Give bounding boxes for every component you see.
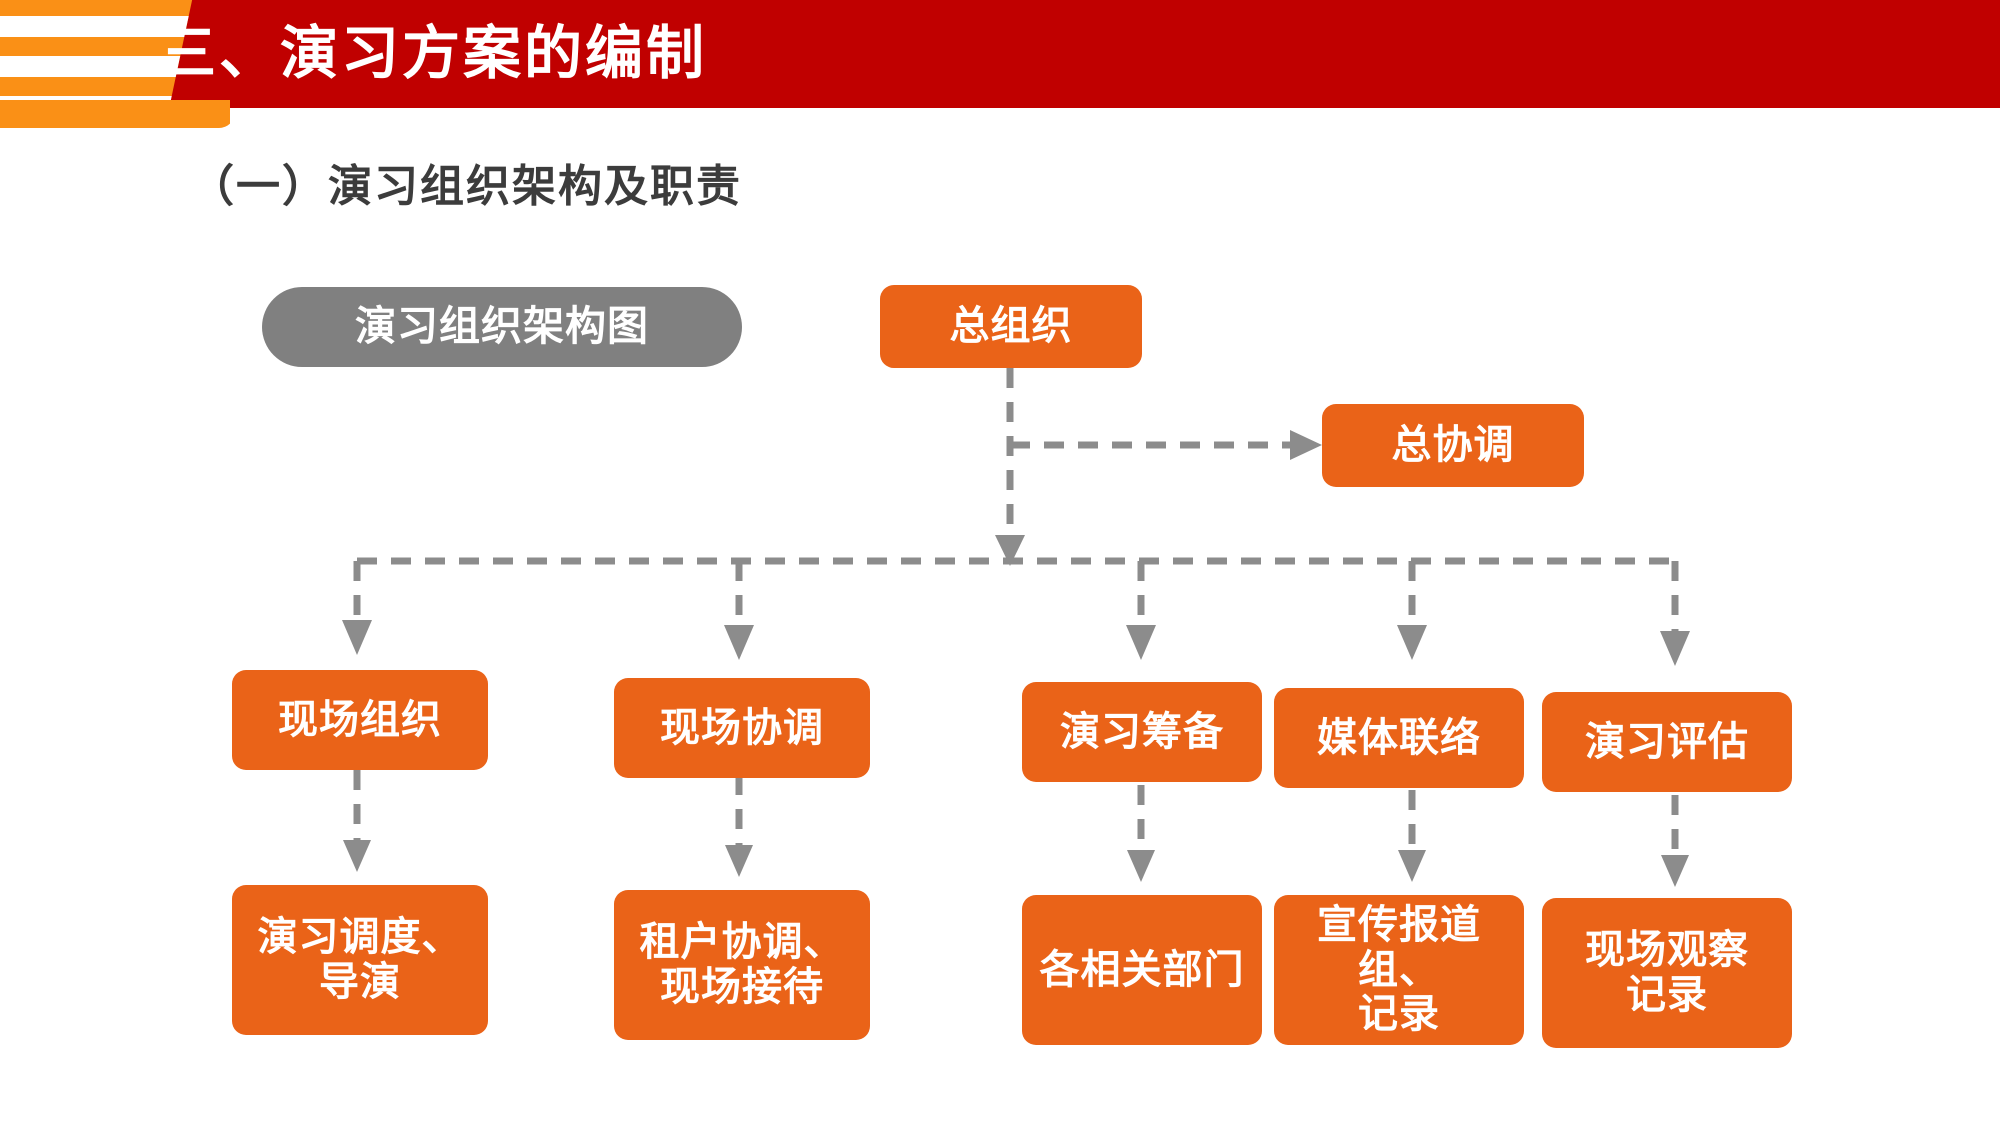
arrowhead-l3-3 [1127,850,1155,882]
section-subtitle: （一）演习组织架构及职责 [190,162,742,211]
node-l2-1-label: 现场组织 [278,697,442,742]
node-l3-5-label: 现场观察 记录 [1585,928,1749,1017]
node-coordinator-label: 总协调 [1391,423,1515,468]
node-l3-3-label: 各相关部门 [1039,947,1245,992]
page-title: 三、演习方案的编制 [158,21,708,86]
arrowhead-l2-1 [342,620,372,655]
node-l2-3-label: 演习筹备 [1060,709,1224,754]
arrowhead-l2-3 [1126,625,1156,660]
header-band [0,0,2000,108]
arrowhead-l2-4 [1397,625,1427,660]
node-root[interactable]: 总组织 [880,285,1142,368]
arrowhead-l3-1 [343,840,371,872]
node-l2-4-label: 媒体联络 [1317,715,1481,760]
node-l2-media-liaison[interactable]: 媒体联络 [1274,688,1524,788]
node-l2-site-coordination[interactable]: 现场协调 [614,678,870,778]
node-l3-publicity-report-group[interactable]: 宣传报道组、 记录 [1274,895,1524,1045]
node-l2-site-organization[interactable]: 现场组织 [232,670,488,770]
node-l3-drill-dispatch-direction[interactable]: 演习调度、 导演 [232,885,488,1035]
arrowhead-l3-2 [725,845,753,877]
arrowhead-l2-5 [1660,631,1690,666]
node-l3-related-departments[interactable]: 各相关部门 [1022,895,1262,1045]
header-stripe-decoration [0,0,230,128]
stripe-wedge-nose-icon [0,100,230,128]
arrowhead-root-to-bus [995,535,1025,566]
node-l2-2-label: 现场协调 [660,705,824,750]
node-l3-4-label: 宣传报道组、 记录 [1317,902,1481,1037]
node-l2-drill-evaluation[interactable]: 演习评估 [1542,692,1792,792]
node-l3-1-label: 演习调度、 导演 [257,915,463,1004]
node-l2-drill-preparation[interactable]: 演习筹备 [1022,682,1262,782]
node-l3-2-label: 租户协调、 现场接待 [639,920,845,1009]
legend-label: 演习组织架构图 [355,303,649,350]
arrowhead-l3-5 [1661,855,1689,887]
node-coordinator[interactable]: 总协调 [1322,404,1584,487]
arrowhead-l3-4 [1398,850,1426,882]
arrowhead-l2-2 [724,625,754,660]
node-root-label: 总组织 [949,304,1073,349]
node-l3-tenant-coordination-reception[interactable]: 租户协调、 现场接待 [614,890,870,1040]
legend-pill: 演习组织架构图 [262,287,742,367]
arrowhead-to-coordinator [1290,430,1322,460]
node-l2-5-label: 演习评估 [1585,719,1749,764]
node-l3-site-observation-record[interactable]: 现场观察 记录 [1542,898,1792,1048]
